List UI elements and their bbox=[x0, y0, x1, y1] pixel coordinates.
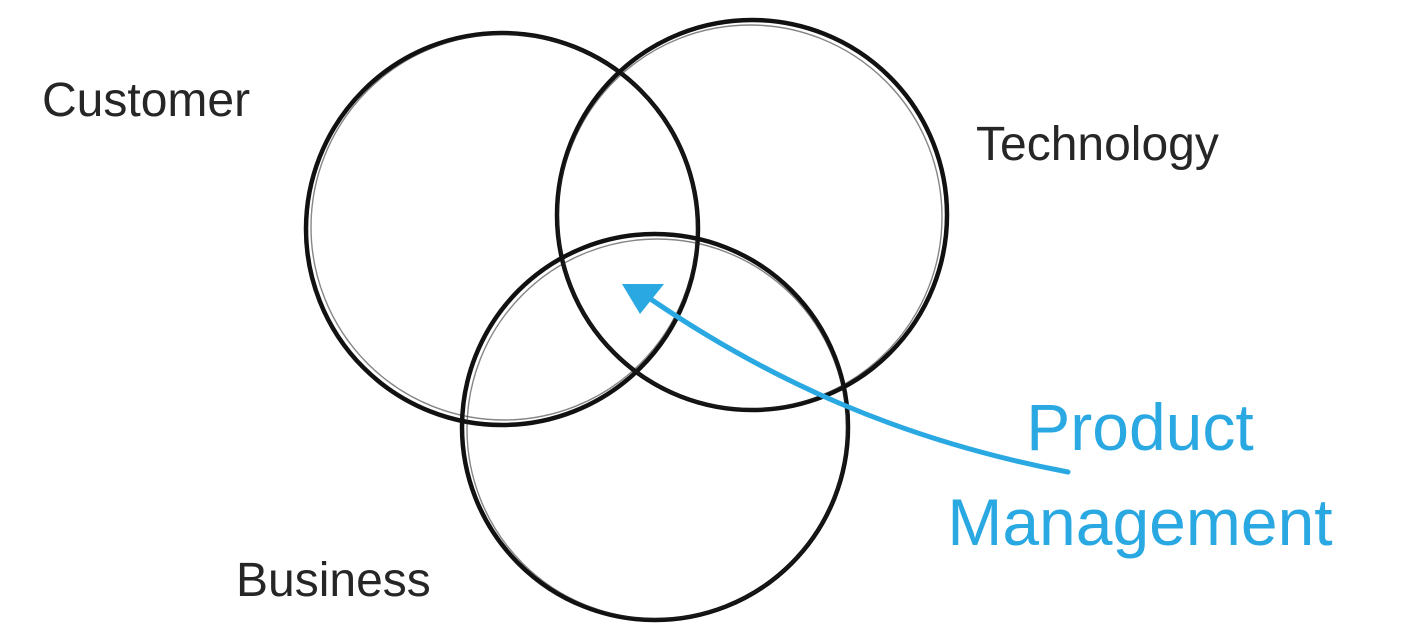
technology-label: Technology bbox=[976, 118, 1219, 171]
product-management-label-line2: Management bbox=[947, 485, 1332, 559]
arrow-shaft bbox=[649, 297, 1071, 475]
product-management-label-line1: Product bbox=[1026, 390, 1253, 464]
business-circle bbox=[459, 231, 851, 623]
business-label: Business bbox=[236, 554, 431, 607]
arrow-head bbox=[622, 284, 664, 314]
customer-circle bbox=[303, 30, 701, 428]
intersection-arrow bbox=[622, 284, 1071, 475]
technology-circle bbox=[554, 17, 950, 413]
customer-label: Customer bbox=[42, 74, 250, 127]
